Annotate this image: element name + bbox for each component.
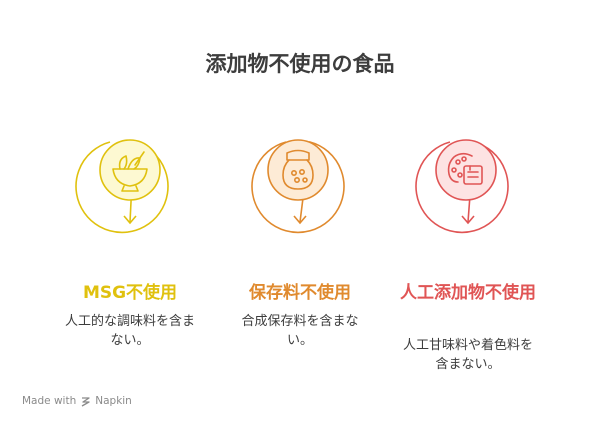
bowl-with-leaves-icon [112, 151, 148, 192]
item-graphic [75, 139, 169, 234]
brand-label: Napkin [95, 395, 132, 407]
item-description: 人工的な調味料を含まない。 [65, 314, 196, 348]
item-graphic [415, 139, 509, 234]
arrow-head [293, 215, 307, 225]
circular-arrow [75, 140, 169, 234]
made-with-label: Made with [22, 395, 77, 407]
arrow-head [123, 215, 137, 225]
item-description: 合成保存料を含まない。 [241, 314, 359, 348]
item-heading: 保存料不使用 [249, 283, 351, 303]
item-heading: MSG不使用 [82, 283, 178, 303]
napkin-logo-icon [81, 396, 90, 407]
icon-circle [435, 139, 497, 201]
page-title: 添加物不使用の食品 [205, 52, 395, 76]
footer-attribution: Made with Napkin [22, 395, 132, 407]
jar-icon [282, 149, 314, 190]
arrow-head [461, 215, 475, 225]
food-additive-palette-icon [447, 152, 483, 185]
icon-circle [267, 139, 329, 201]
icon-circle [99, 139, 161, 201]
item-heading: 人工添加物不使用 [400, 283, 536, 303]
circular-arrow [251, 140, 345, 234]
circular-arrow [415, 140, 509, 234]
item-graphic [251, 139, 345, 234]
item-description: 人工甘味料や着色料を含まない。 [403, 338, 534, 372]
